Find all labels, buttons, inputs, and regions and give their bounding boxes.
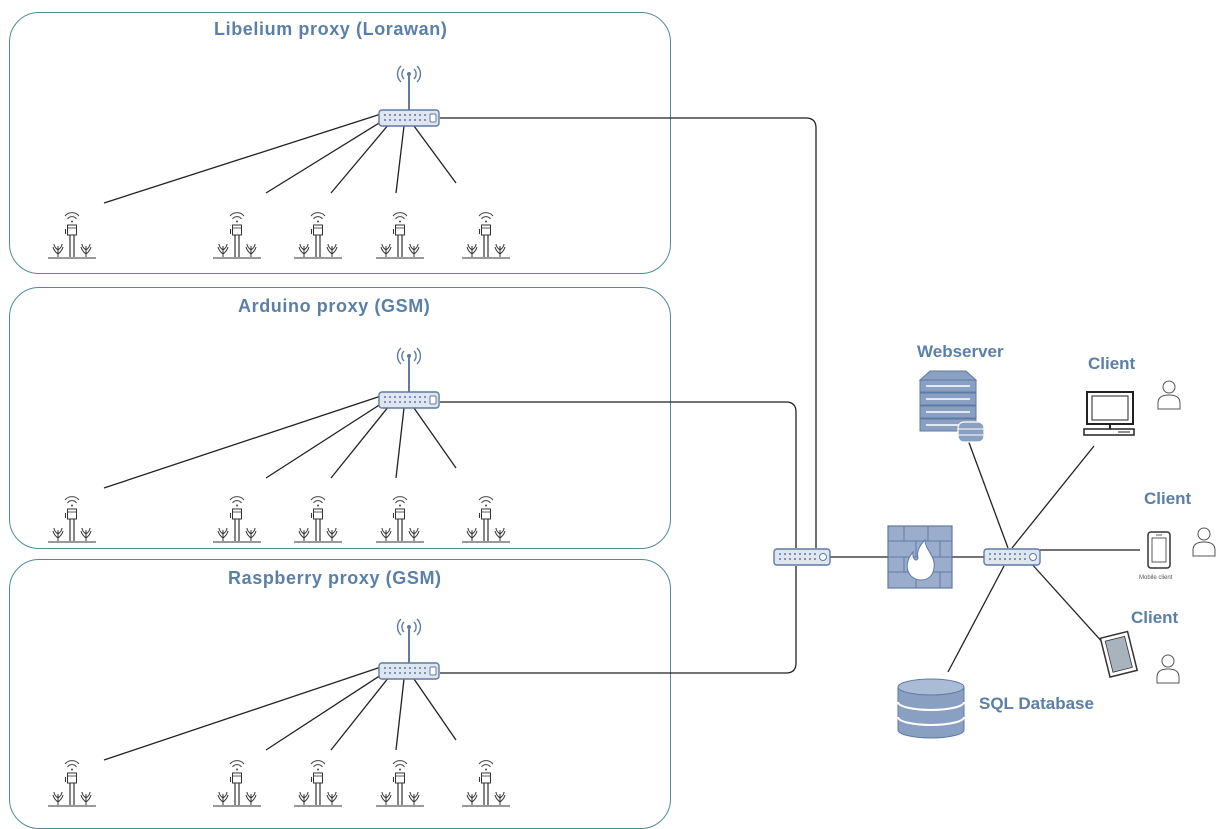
- sensor-plant-icon: [293, 212, 343, 259]
- sensor-plant-icon: [375, 760, 425, 807]
- libelium-proxy-title: Libelium proxy (Lorawan): [214, 19, 448, 39]
- sensor-plant-icon: [47, 212, 97, 259]
- sensor-plant-icon: [375, 496, 425, 543]
- user-icon: [1156, 654, 1180, 684]
- connection-lines: [103, 113, 1140, 761]
- arduino-router-icon: [378, 347, 440, 409]
- raspberry-proxy-title: Raspberry proxy (GSM): [228, 568, 442, 588]
- raspberry-router-icon: [378, 618, 440, 680]
- mobile-icon: [1147, 531, 1171, 569]
- server-icon: [918, 370, 985, 443]
- libelium-router-icon: [378, 65, 440, 127]
- client-desktop-label: Client: [1088, 354, 1136, 373]
- sensor-plant-icon: [212, 496, 262, 543]
- sensor-plant-icon: [47, 760, 97, 807]
- database-icon: [897, 678, 965, 739]
- sensor-plant-icon: [293, 496, 343, 543]
- sensor-plant-icon: [375, 212, 425, 259]
- client-tablet-label: Client: [1131, 608, 1179, 627]
- user-icon: [1157, 380, 1181, 410]
- sensor-plant-icon: [293, 760, 343, 807]
- user-icon: [1192, 527, 1216, 557]
- desktop-icon: [1083, 391, 1135, 436]
- arduino-proxy-title: Arduino proxy (GSM): [238, 296, 431, 316]
- client-mobile-label: Client: [1144, 489, 1192, 508]
- sensor-plant-icon: [212, 212, 262, 259]
- sensor-plant-icon: [461, 496, 511, 543]
- tablet-icon: [1099, 630, 1139, 678]
- sensor-plant-icon: [47, 496, 97, 543]
- libelium-proxy-box: Libelium proxy (Lorawan): [9, 12, 671, 274]
- sensor-plant-icon: [461, 212, 511, 259]
- arduino-proxy-box: Arduino proxy (GSM): [9, 287, 671, 549]
- mobile-client-caption: Mobile client: [1139, 575, 1173, 581]
- firewall-icon: [887, 525, 953, 589]
- database-label: SQL Database: [979, 694, 1094, 713]
- central-switch-icon: [773, 548, 831, 566]
- server-switch-icon: [983, 548, 1041, 566]
- webserver-label: Webserver: [917, 342, 1004, 361]
- sensor-plant-icon: [212, 760, 262, 807]
- sensor-plant-icon: [461, 760, 511, 807]
